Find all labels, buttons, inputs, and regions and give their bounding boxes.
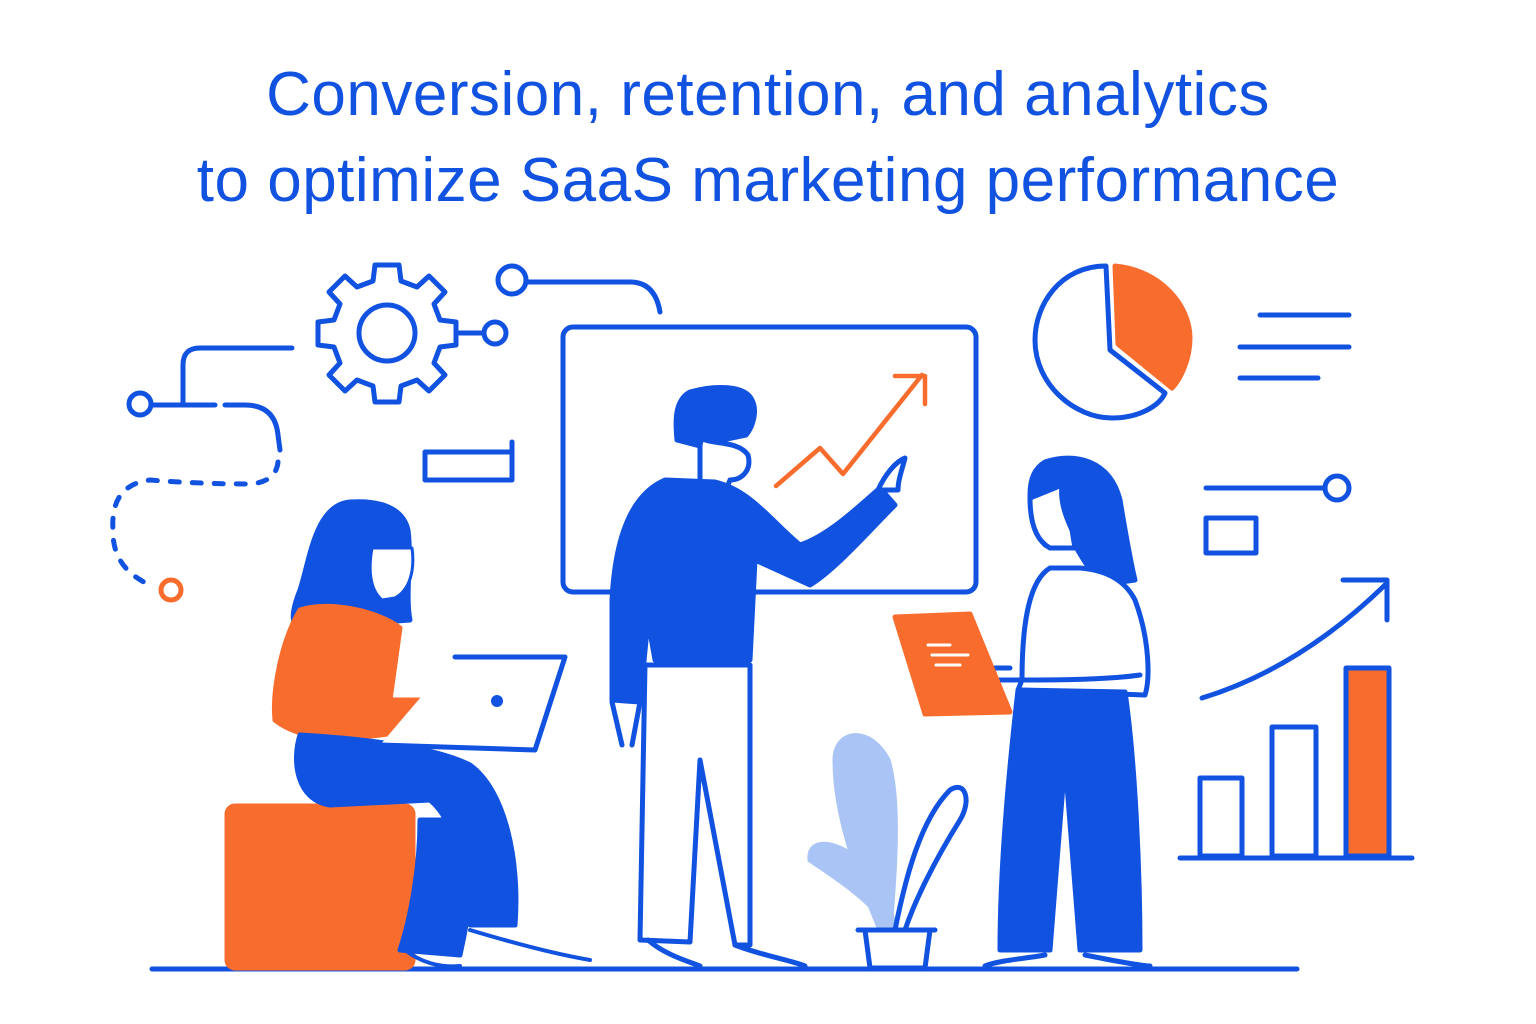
ottoman-seat (224, 803, 416, 971)
trend-line-orange (773, 372, 928, 489)
seated-woman-with-laptop (272, 499, 592, 969)
standing-woman-with-tablet (975, 455, 1153, 969)
headline-line-2: to optimize SaaS marketing performance (196, 146, 1340, 215)
headline: Conversion, retention, and analytics to … (0, 52, 1536, 224)
bar-chart-icon (1177, 665, 1415, 861)
tablet-icon (892, 611, 1013, 717)
man-pointing-at-board (609, 385, 908, 969)
text-lines-icon (1237, 312, 1352, 381)
slider-knob (1322, 473, 1352, 503)
laptop-icon (377, 654, 568, 753)
trend-arrow-icon (1199, 577, 1390, 701)
plant-icon (807, 733, 969, 971)
gear-icon (315, 262, 459, 405)
pie-chart-icon (1032, 263, 1193, 421)
gear-node (481, 319, 509, 347)
whiteboard-icon (560, 324, 979, 595)
ui-block-right (1203, 515, 1259, 556)
ui-block-left (422, 439, 515, 483)
connector-diagram-left (110, 345, 295, 603)
headline-line-1: Conversion, retention, and analytics (266, 60, 1270, 129)
board-connector (523, 279, 663, 315)
board-node (495, 263, 529, 297)
